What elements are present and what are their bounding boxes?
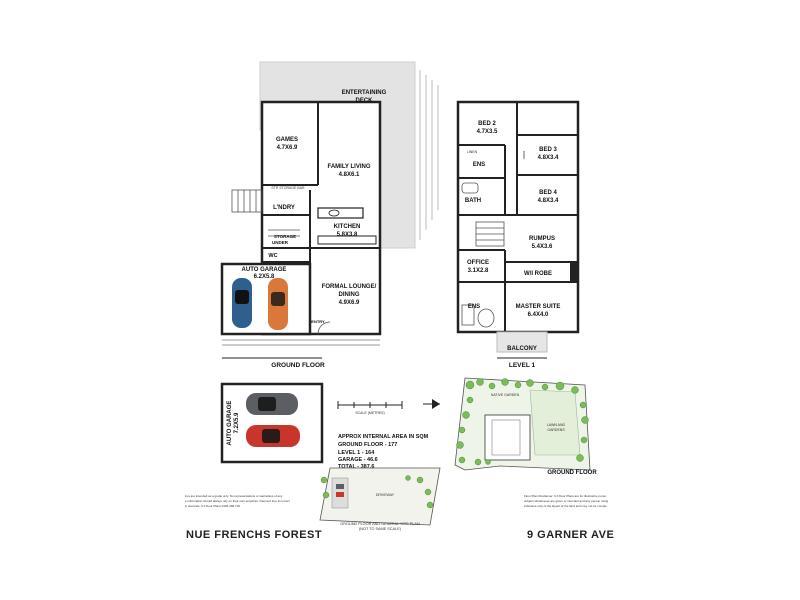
native-garden-label: NATIVE GARDEN xyxy=(491,393,520,397)
car-orange xyxy=(268,278,288,330)
robe-label: ROBE xyxy=(522,151,526,160)
linen-label: LINEN xyxy=(467,150,478,154)
svg-text:ly accurate. CJ Floor Plans: ly accurate. CJ Floor Plans 0406 468 720 xyxy=(185,504,240,508)
wirobe-label: W/I ROBE xyxy=(524,271,552,277)
garage-size: 6.2X5.8 xyxy=(254,274,275,280)
ens1-label: ENS xyxy=(473,162,485,168)
floor-plan-sheet: ENTERTAINING DECK GAMES 4.7X6.9 FAMILY L… xyxy=(185,0,615,600)
area-level1: LEVEL 1 - 164 xyxy=(338,450,375,456)
bed2-label: BED 2 xyxy=(478,121,496,127)
car-blue xyxy=(232,278,252,328)
entry-label: ENTRY xyxy=(311,319,325,324)
storage-label: STORAGE xyxy=(274,234,296,239)
gardens-label: GARDENS xyxy=(547,428,565,432)
area-schedule: APPROX INTERNAL AREA IN SQM GROUND FLOOR… xyxy=(338,434,429,470)
entertaining-label: ENTERTAINING xyxy=(342,90,387,96)
rumpus-size: 5.4X3.6 xyxy=(532,244,553,250)
svg-text:e information should always re: e information should always rely on thei… xyxy=(185,499,290,503)
scale-bar: SCALE (METRES) xyxy=(337,401,403,415)
kitchen-label: KITCHEN xyxy=(334,224,361,230)
rumpus-label: RUMPUS xyxy=(529,236,555,242)
north-arrow-icon xyxy=(423,399,440,409)
master-label: MASTER SUITE xyxy=(516,304,561,310)
bed4-label: BED 4 xyxy=(539,190,557,196)
ens2-label: ENS xyxy=(468,304,480,310)
dining-label: DINING xyxy=(339,292,360,298)
ground-floor-plan: ENTERTAINING DECK GAMES 4.7X6.9 FAMILY L… xyxy=(220,61,439,369)
games-size: 4.7X6.9 xyxy=(277,145,298,151)
footer-address-left: NUE FRENCHS FOREST xyxy=(186,529,322,541)
area-heading: APPROX INTERNAL AREA IN SQM xyxy=(338,434,429,440)
master-size: 6.4X4.0 xyxy=(528,312,549,318)
office-label: OFFICE xyxy=(467,260,489,266)
floor-plan-drawing: ENTERTAINING DECK GAMES 4.7X6.9 FAMILY L… xyxy=(185,61,615,541)
scale-label: SCALE (METRES) xyxy=(355,411,384,415)
disclaimer-left: ires are intended as a guide only. No re… xyxy=(185,494,290,508)
area-total: TOTAL - 387.6 xyxy=(338,464,374,470)
bed3-label: BED 3 xyxy=(539,147,557,153)
storage-bar-label: STR STORAGE BAR xyxy=(271,186,305,190)
driveway-label: DRIVEWAY xyxy=(376,493,395,497)
bed2-size: 4.7X3.5 xyxy=(477,129,498,135)
site-plan: NATIVE GARDEN LAWN AND GARDENS DRIVEWAY … xyxy=(319,377,597,531)
detached-garage-size: 7.2X5.9 xyxy=(234,412,240,433)
family-label: FAMILY LIVING xyxy=(327,164,370,170)
ground-floor-title: GROUND FLOOR xyxy=(271,362,325,369)
garage-label: AUTO GARAGE xyxy=(242,267,287,273)
site-ground-floor-label: GROUND FLOOR xyxy=(547,470,597,476)
formal-label: FORMAL LOUNGE/ xyxy=(322,284,377,290)
area-garage: GARAGE - 46.6 xyxy=(338,457,378,463)
kitchen-size: 5.8X3.8 xyxy=(337,232,358,238)
storage-under-label: UNDER xyxy=(272,240,289,245)
office-size: 3.1X2.8 xyxy=(468,268,489,274)
deck-label: DECK xyxy=(355,98,373,104)
family-size: 4.8X6.1 xyxy=(339,172,360,178)
svg-text:Floor Plan Disclaimer: CJ Floo: Floor Plan Disclaimer: CJ Floor Plans ar… xyxy=(524,494,606,498)
wc-label: WC xyxy=(268,253,277,259)
detached-garage: AUTO GARAGE 7.2X5.9 xyxy=(220,382,324,464)
bed3-size: 4.8X3.4 xyxy=(538,155,559,161)
level1-plan: BED 2 4.7X3.5 BED 3 4.8X3.4 BED 4 4.8X3.… xyxy=(456,100,580,369)
games-label: GAMES xyxy=(276,137,298,143)
site-caption-1: GROUND FLOOR AND GENERAL SITE PLAN xyxy=(340,522,420,526)
laundry-label: L'NDRY xyxy=(273,205,295,211)
svg-text:ires are intended as a guide o: ires are intended as a guide only. No re… xyxy=(185,494,283,498)
formal-size: 4.9X6.9 xyxy=(339,300,360,306)
detached-garage-label: AUTO GARAGE xyxy=(227,401,233,446)
area-ground: GROUND FLOOR - 177 xyxy=(338,442,397,448)
disclaimer-right: Floor Plan Disclaimer: CJ Floor Plans ar… xyxy=(524,494,609,508)
bath-label: BATH xyxy=(465,198,481,204)
footer-address-right: 9 GARNER AVEN xyxy=(527,529,615,541)
lawn-label: LAWN AND xyxy=(547,423,566,427)
bed4-size: 4.8X3.4 xyxy=(538,198,559,204)
level1-title: LEVEL 1 xyxy=(509,362,536,369)
balcony-label: BALCONY xyxy=(507,346,537,352)
svg-text:indicative only of the layout: indicative only of the layout of the lan… xyxy=(524,504,607,508)
site-caption-2: (NOT TO SAME SCALE) xyxy=(359,527,402,531)
svg-text:subject whatsoever are given o: subject whatsoever are given or intended… xyxy=(524,499,609,503)
